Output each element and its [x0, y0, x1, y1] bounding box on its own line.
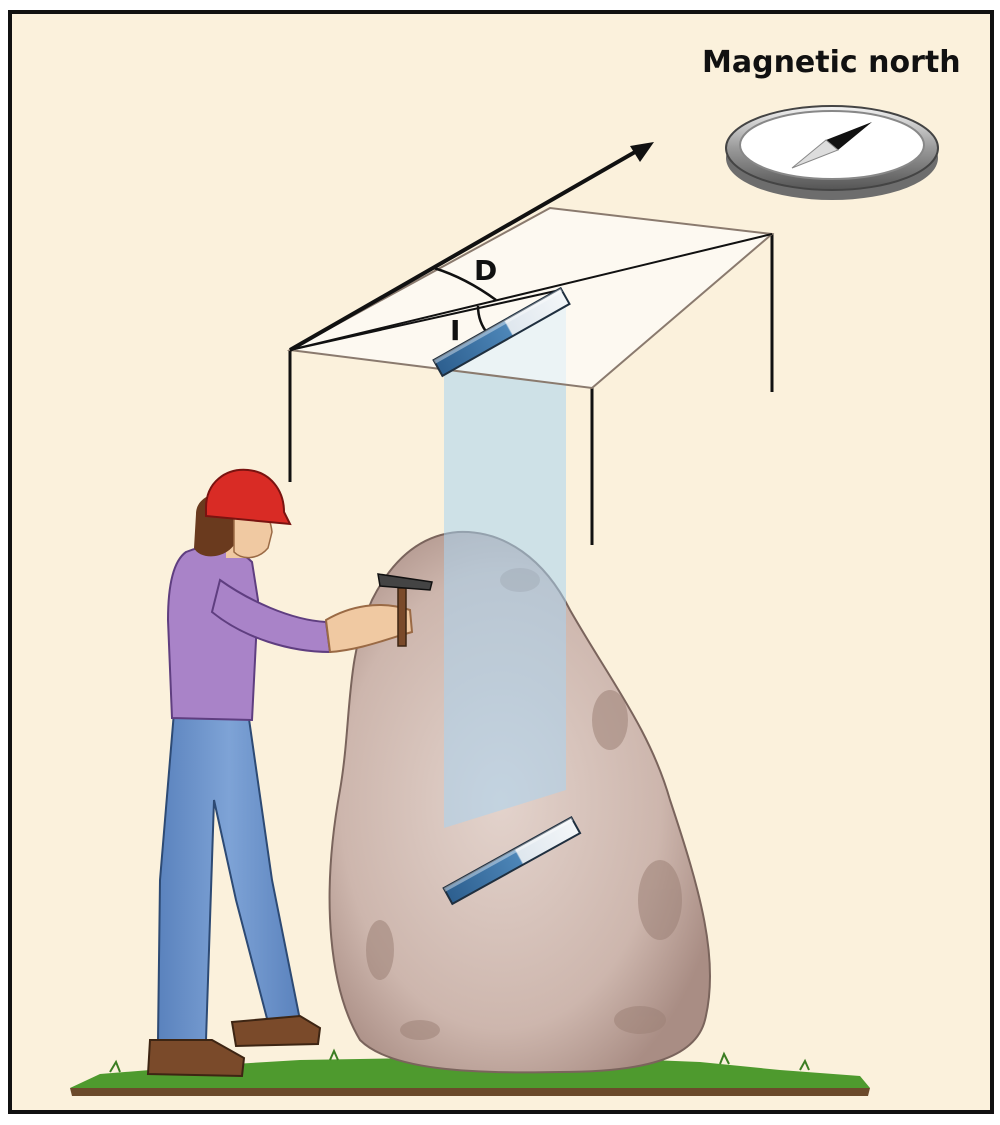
compass-label: Magnetic north	[702, 45, 961, 80]
compass-icon	[726, 106, 938, 200]
inclination-label: I	[450, 314, 460, 347]
declination-label: D	[474, 254, 497, 287]
right-shoe	[232, 1016, 320, 1046]
